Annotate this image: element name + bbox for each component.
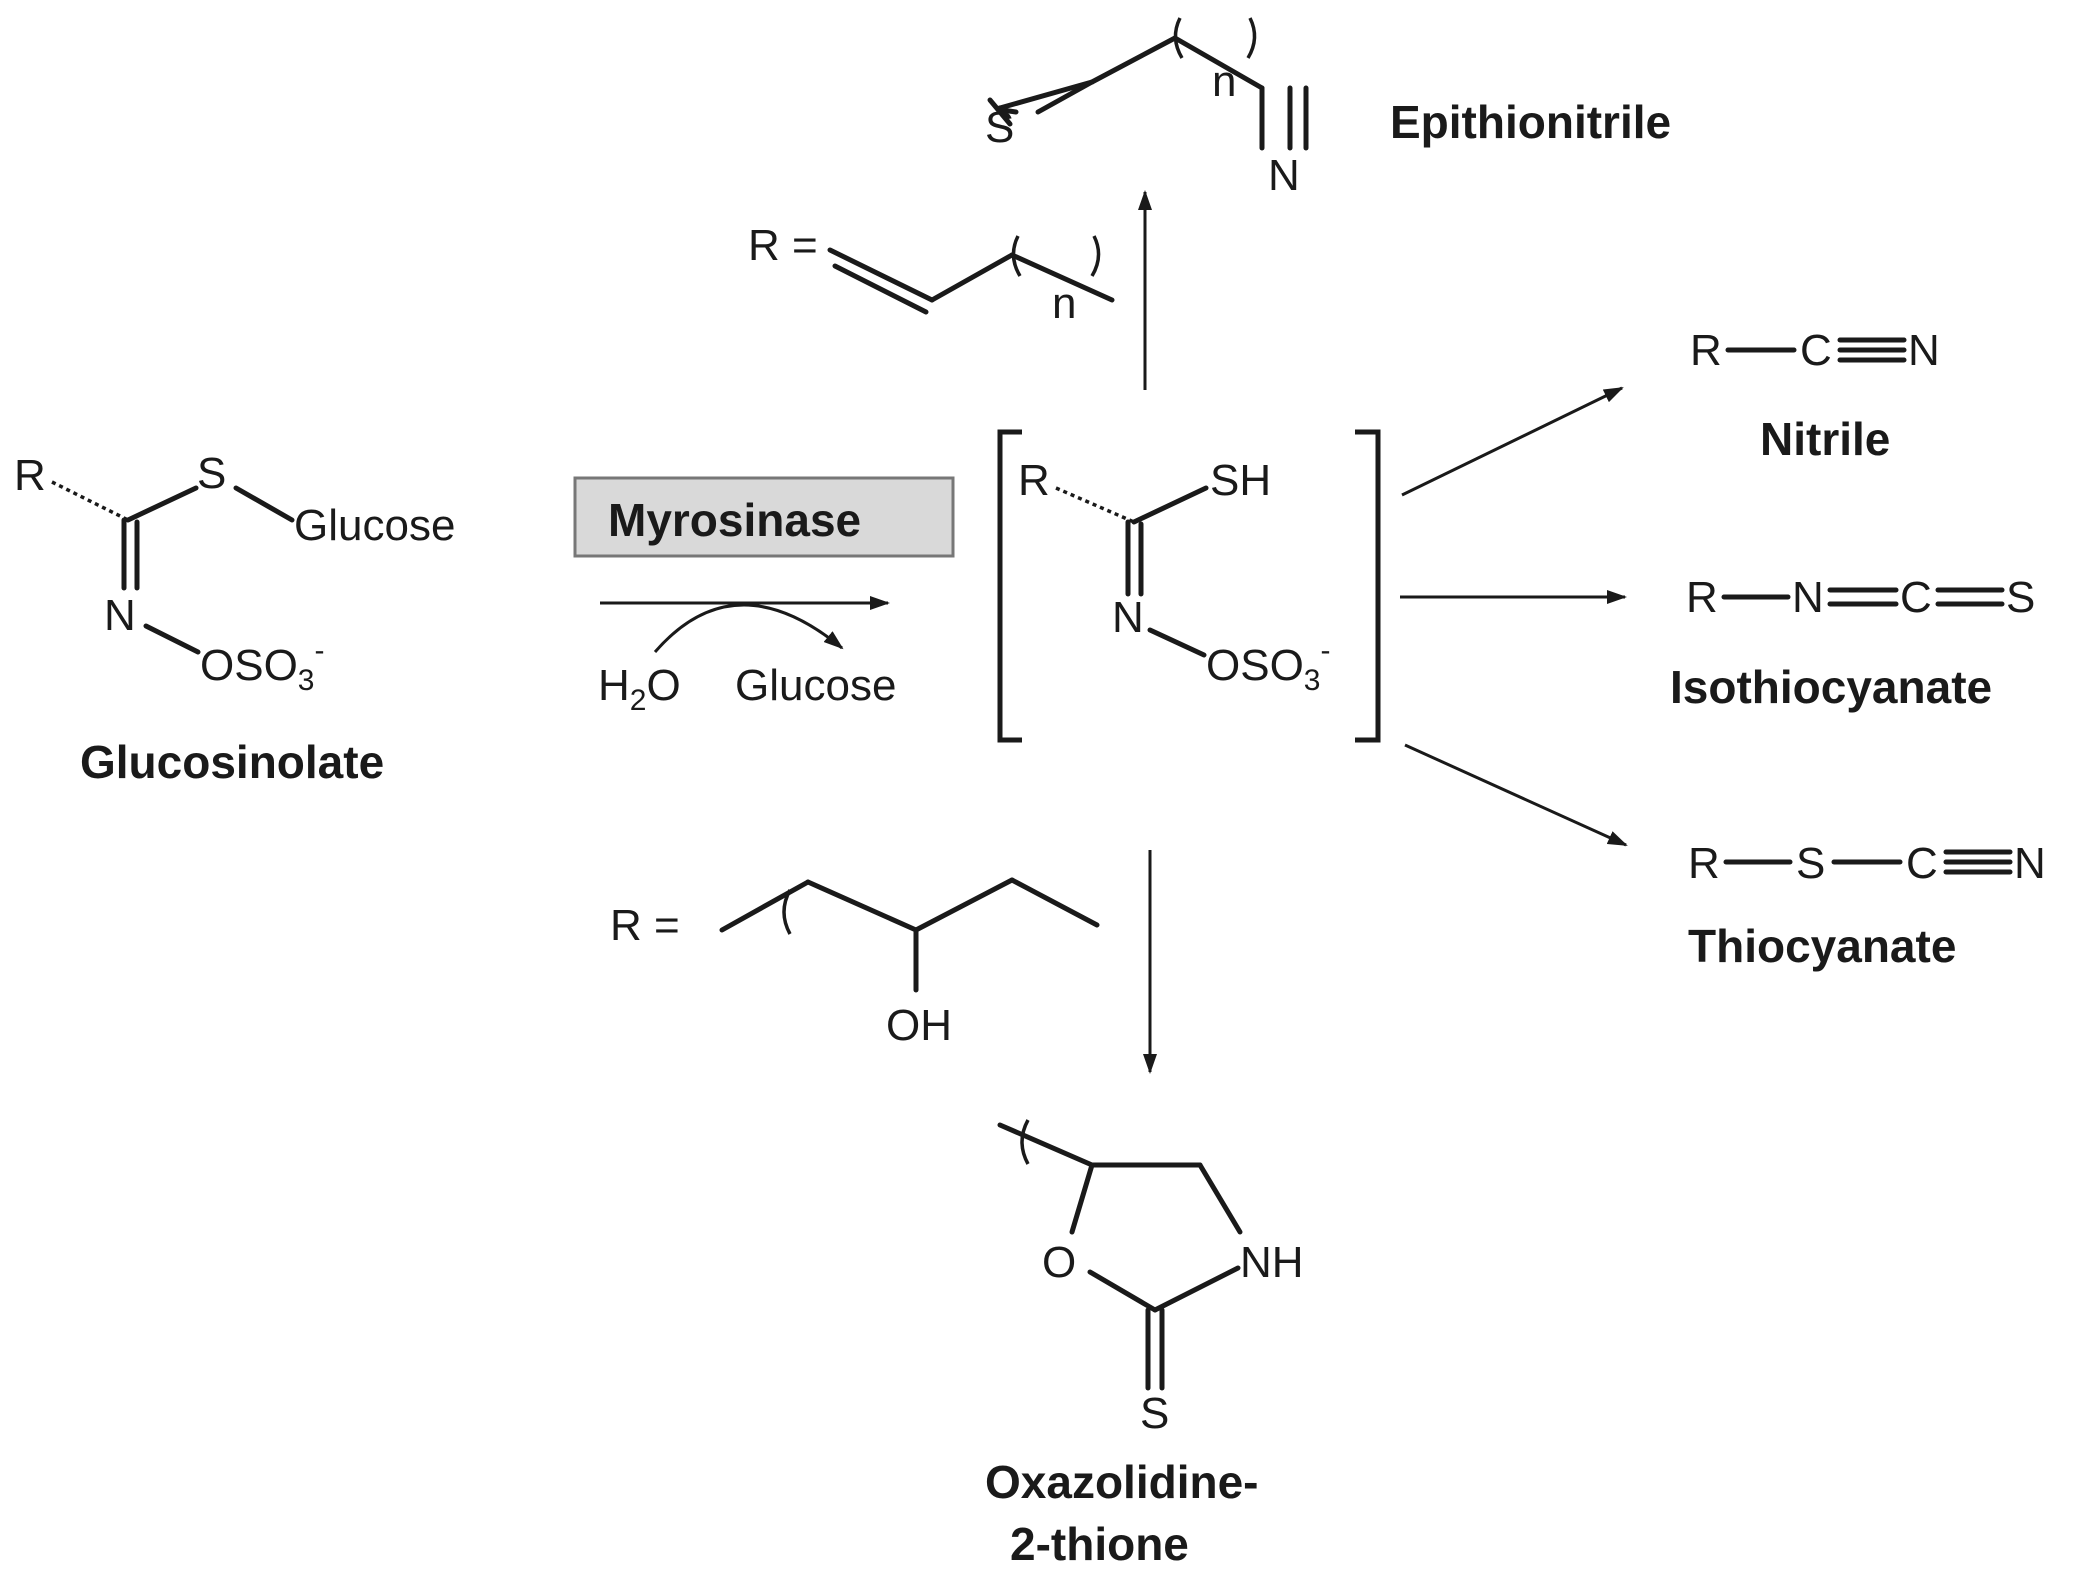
intermediate-oso3-text: OSO3- bbox=[1206, 634, 1330, 697]
isothiocyanate-r-atom: R bbox=[1686, 573, 1718, 622]
oxazolidine-o-atom: O bbox=[1042, 1238, 1076, 1287]
epithionitrile-structure: S n N Epithionitrile bbox=[985, 17, 1671, 200]
alkenyl-double-bond-2 bbox=[832, 263, 929, 315]
nitrile-c-atom: C bbox=[1800, 326, 1832, 375]
arrow-to-nitrile bbox=[1401, 386, 1624, 497]
glucosinolate-r-atom: R bbox=[14, 451, 46, 500]
alkenyl-paren-right bbox=[1090, 235, 1101, 277]
isothiocyanate-structure: R N C S Isothiocyanate bbox=[1670, 573, 2035, 713]
oxazolidine-substituent-bond bbox=[997, 1122, 1095, 1168]
glucose-release-arrow bbox=[653, 603, 844, 653]
glucosinolate-s-glucose-bond bbox=[233, 485, 295, 523]
isothiocyanate-label: Isothiocyanate bbox=[1670, 661, 1992, 713]
arrow-to-thiocyanate bbox=[1404, 743, 1628, 847]
glucose-byproduct: Glucose bbox=[735, 661, 896, 710]
alkenyl-n-index: n bbox=[1052, 279, 1076, 328]
nitrile-r-atom: R bbox=[1690, 326, 1722, 375]
alkenyl-r-equals: R = bbox=[748, 221, 818, 270]
hydroxy-oh-text: OH bbox=[886, 1001, 952, 1050]
intermediate-sh-text: SH bbox=[1210, 456, 1271, 505]
thiocyanate-structure: R S C N Thiocyanate bbox=[1688, 839, 2046, 972]
alkenyl-r-group: R = n bbox=[748, 221, 1115, 328]
thiocyanate-s-atom: S bbox=[1796, 839, 1825, 888]
hydroxy-bond-2 bbox=[805, 879, 919, 933]
myrosinase-label: Myrosinase bbox=[608, 494, 861, 546]
glucosinolate-structure: R S Glucose N OSO3- Glucosinolate bbox=[14, 449, 455, 788]
alkenyl-bond-2 bbox=[929, 252, 1015, 303]
alkenyl-double-bond-1 bbox=[827, 247, 935, 303]
left-bracket bbox=[997, 429, 1022, 743]
water-reagent: H2O bbox=[598, 661, 681, 717]
glucosinolate-glucose-text: Glucose bbox=[294, 501, 455, 550]
oxazolidine-paren bbox=[1020, 1119, 1030, 1165]
thiocyanate-r-atom: R bbox=[1688, 839, 1720, 888]
myrosinase-box bbox=[573, 476, 955, 558]
oxazolidine-c2-n-bond bbox=[1152, 1265, 1241, 1313]
intermediate-no-bond bbox=[1147, 627, 1207, 658]
isothiocyanate-n-atom: N bbox=[1792, 573, 1824, 622]
oxazolidine-c4-n-bond bbox=[1197, 1162, 1243, 1235]
alkenyl-bond-3 bbox=[1009, 252, 1115, 303]
glucosinolate-r-dashed-bond bbox=[51, 480, 129, 522]
epithionitrile-chain-bond-1 bbox=[1089, 35, 1178, 85]
epithionitrile-paren-left bbox=[1173, 17, 1184, 59]
hydroxy-r-group: R = OH bbox=[610, 877, 1100, 1050]
oxazolidine-c5-o-bond bbox=[1069, 1162, 1095, 1235]
glucosinolate-oso3-text: OSO3- bbox=[200, 634, 324, 697]
thiirane-cc-bond bbox=[997, 79, 1095, 111]
epithionitrile-paren-right bbox=[1246, 17, 1257, 59]
epithionitrile-chain-bond-2 bbox=[1172, 35, 1265, 91]
hydroxy-r-equals: R = bbox=[610, 901, 680, 950]
oxazolidinethione-structure: O NH S Oxazolidine- 2-thione bbox=[985, 1119, 1304, 1570]
right-bracket bbox=[1355, 429, 1381, 743]
glucosinolate-label: Glucosinolate bbox=[80, 736, 384, 788]
thiocyanate-n-atom: N bbox=[2014, 839, 2046, 888]
epithionitrile-n-atom: N bbox=[1268, 151, 1300, 200]
oxazolidine-s-atom: S bbox=[1140, 1389, 1169, 1438]
nitrile-structure: R C N Nitrile bbox=[1690, 326, 1940, 465]
epithionitrile-s-atom: S bbox=[985, 103, 1014, 152]
isothiocyanate-c-atom: C bbox=[1900, 573, 1932, 622]
glucosinolate-no-bond bbox=[143, 623, 201, 655]
intermediate-r-dashed-bond bbox=[1055, 486, 1135, 524]
oxazolidinethione-label-line2: 2-thione bbox=[1010, 1518, 1189, 1570]
epithionitrile-label: Epithionitrile bbox=[1390, 96, 1671, 148]
nitrile-label: Nitrile bbox=[1760, 413, 1890, 465]
glucosinolate-s-atom: S bbox=[197, 449, 226, 498]
hydroxy-bond-1 bbox=[719, 879, 811, 933]
myrosinase-step: Myrosinase H2O Glucose bbox=[573, 476, 955, 717]
thiirane-cs-bond-2 bbox=[1035, 79, 1095, 115]
thiocyanate-c-atom: C bbox=[1906, 839, 1938, 888]
epithionitrile-n-index: n bbox=[1212, 57, 1236, 106]
thiocyanate-label: Thiocyanate bbox=[1688, 920, 1956, 972]
intermediate-r-atom: R bbox=[1018, 456, 1050, 505]
oxazolidine-nh-atom: NH bbox=[1240, 1238, 1304, 1287]
intermediate-c-sh-bond bbox=[1131, 485, 1209, 525]
intermediate-structure: R SH N OSO3- bbox=[997, 429, 1381, 743]
glucosinolate-cs-bond bbox=[125, 485, 199, 523]
oxazolidine-o-c2-bond bbox=[1087, 1269, 1158, 1313]
nitrile-n-atom: N bbox=[1908, 326, 1940, 375]
isothiocyanate-s-atom: S bbox=[2006, 573, 2035, 622]
thiirane-cs-bond-1 bbox=[987, 97, 1013, 127]
hydroxy-bond-3 bbox=[913, 877, 1015, 933]
hydroxy-bond-4 bbox=[1009, 877, 1100, 928]
alkenyl-paren-left bbox=[1011, 235, 1022, 277]
intermediate-n-atom: N bbox=[1112, 593, 1144, 642]
oxazolidinethione-label-line1: Oxazolidine- bbox=[985, 1456, 1258, 1508]
glucosinolate-n-atom: N bbox=[104, 591, 136, 640]
